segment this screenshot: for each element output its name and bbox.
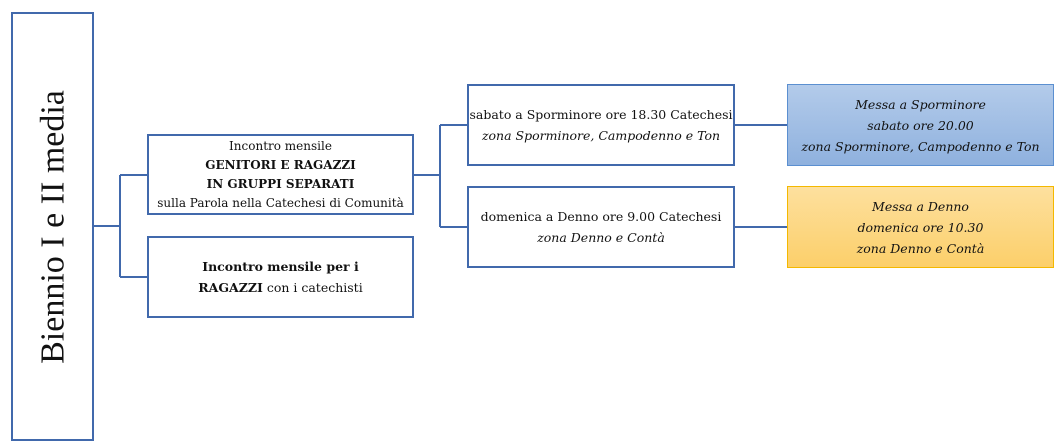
meeting-line: sulla Parola nella Catechesi di Comunità bbox=[157, 195, 404, 210]
title-box: Biennio I e II media bbox=[11, 12, 94, 441]
catechesis-sporminore-box: sabato a Sporminore ore 18.30 Catechesi … bbox=[467, 84, 735, 166]
catechesis-zone: zona Denno e Contà bbox=[537, 230, 665, 245]
meeting-line-rest: con i catechisti bbox=[262, 280, 363, 295]
mass-place: Messa a Sporminore bbox=[855, 96, 986, 112]
mass-denno-box: Messa a Denno domenica ore 10.30 zona De… bbox=[787, 186, 1054, 268]
meeting-line: Incontro mensile bbox=[229, 138, 332, 153]
meeting-line: Incontro mensile per i bbox=[202, 259, 359, 274]
mass-zone: zona Sporminore, Campodenno e Ton bbox=[801, 138, 1040, 154]
meeting-line-bold: RAGAZZI bbox=[198, 280, 263, 295]
mass-place: Messa a Denno bbox=[872, 198, 969, 214]
catechesis-zone: zona Sporminore, Campodenno e Ton bbox=[481, 128, 721, 143]
mass-time: domenica ore 10.30 bbox=[857, 219, 984, 235]
mass-sporminore-box: Messa a Sporminore sabato ore 20.00 zona… bbox=[787, 84, 1054, 166]
kids-meeting-box: Incontro mensile per i RAGAZZI con i cat… bbox=[147, 236, 414, 318]
parents-kids-meeting-box: Incontro mensile GENITORI E RAGAZZI IN G… bbox=[147, 134, 414, 215]
mass-time: sabato ore 20.00 bbox=[867, 117, 974, 133]
mass-zone: zona Denno e Contà bbox=[856, 240, 985, 256]
catechesis-denno-box: domenica a Denno ore 9.00 Catechesi zona… bbox=[467, 186, 735, 268]
catechesis-time: domenica a Denno ore 9.00 Catechesi bbox=[480, 209, 722, 224]
catechesis-time: sabato a Sporminore ore 18.30 Catechesi bbox=[469, 107, 733, 122]
meeting-line: GENITORI E RAGAZZI bbox=[205, 157, 356, 172]
meeting-line: IN GRUPPI SEPARATI bbox=[206, 176, 355, 191]
diagram-title: Biennio I e II media bbox=[34, 89, 71, 364]
